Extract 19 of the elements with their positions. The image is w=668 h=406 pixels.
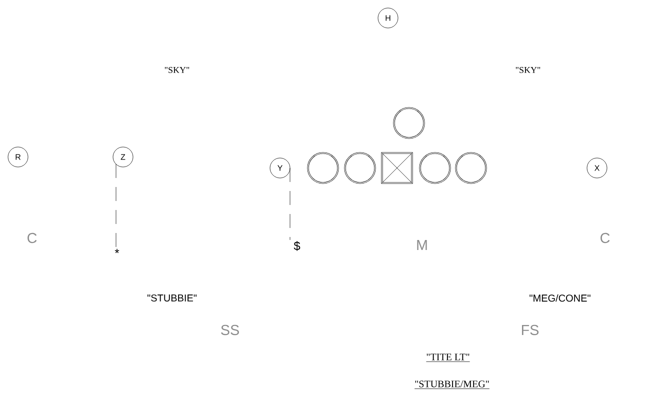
symbol-text: $ <box>294 241 300 251</box>
center-square <box>381 152 413 184</box>
defender-label: M <box>417 240 427 250</box>
player-circle <box>455 152 487 184</box>
call-label: "STUBBIE" <box>148 294 197 302</box>
zone-label: "SKY" <box>164 66 190 74</box>
player-circle <box>344 152 376 184</box>
player-circle <box>307 152 339 184</box>
player-circle <box>393 107 425 139</box>
play-title: "STUBBIE/MEG" <box>414 380 490 389</box>
symbol-text: * <box>114 248 120 254</box>
defender-label: C <box>28 232 37 244</box>
zone-label: "SKY" <box>516 66 540 74</box>
defender-label: SS <box>221 324 239 336</box>
play-title: "TITE LT" <box>426 354 470 362</box>
call-label: "MEG/CONE" <box>530 294 590 302</box>
defender-label: FS <box>522 324 539 336</box>
defender-label: C <box>600 232 610 244</box>
player-circle <box>419 152 451 184</box>
